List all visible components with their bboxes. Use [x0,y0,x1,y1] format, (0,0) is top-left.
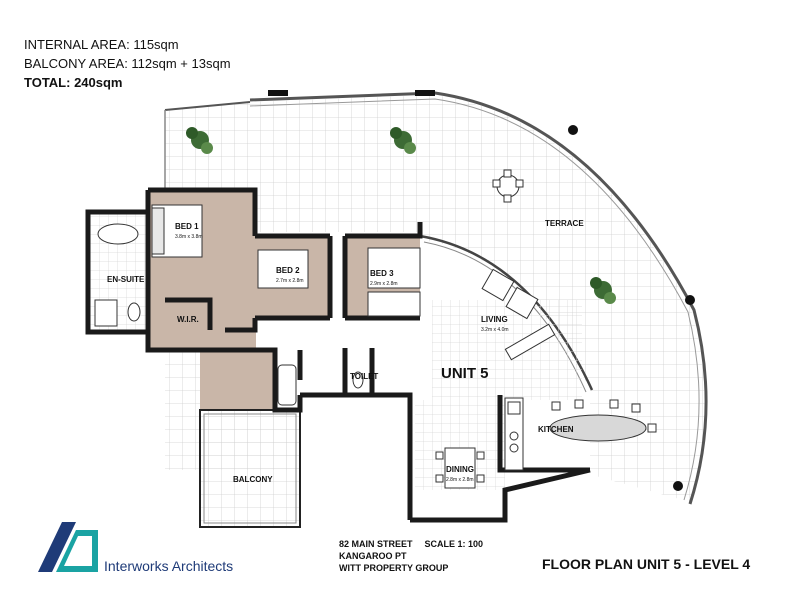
address-line-3: WITT PROPERTY GROUP [339,563,449,573]
furniture [94,169,657,489]
planter-box [268,90,288,96]
dining-size: 2.8m x 2.8m [446,477,474,483]
internal-area: INTERNAL AREA: 115sqm [24,37,179,52]
interworks-logo-icon [38,522,98,572]
plant-icon [186,127,213,154]
plants [186,127,616,304]
planter-box [415,90,435,96]
room-labels: BED 1 3.8m x 3.8m BED 2 2.7m x 2.8m BED … [107,219,584,484]
bed-2-label: BED 2 [276,266,300,275]
address-line-1: 82 MAIN STREET [339,539,413,549]
bed-2-bed [257,249,309,289]
balcony-area-drawing [199,409,301,528]
walls [85,187,591,523]
balcony-area: BALCONY AREA: 112sqm + 13sqm [24,56,231,71]
wir-label: W.I.R. [177,315,199,324]
balcony-label: BALCONY [233,475,273,484]
bath-tub [97,223,139,245]
address-block: 82 MAIN STREET SCALE 1: 100 KANGAROO PT W… [339,538,483,574]
bed-3-bed [367,247,421,289]
sofa [504,323,556,361]
kitchen-island [549,414,647,442]
plan-title: FLOOR PLAN UNIT 5 - LEVEL 4 [542,556,751,572]
total-area: TOTAL: 240sqm [24,75,123,90]
area-summary: INTERNAL AREA: 115sqm BALCONY AREA: 112s… [24,35,231,92]
bed-3-size: 2.9m x 2.8m [370,281,398,287]
armchair [481,268,515,302]
address-line-2: KANGAROO PT [339,551,407,561]
bed-3-label: BED 3 [370,269,394,278]
firm-name: Interworks Architects [104,558,234,574]
living-size: 3.2m x 4.0m [481,327,509,333]
kitchen-label: KITCHEN [538,425,574,434]
plant-icon [390,127,416,154]
unit-label: UNIT 5 [441,365,489,382]
dining-label: DINING [446,465,474,474]
terrace-label: TERRACE [545,219,584,228]
scale-label: SCALE 1: 100 [424,539,484,549]
ensuite-label: EN-SUITE [107,275,145,284]
bed-1-label: BED 1 [175,222,199,231]
armchair [505,286,539,320]
bed-2-size: 2.7m x 2.8m [276,278,304,284]
dining-table [444,447,476,489]
bed-1-size: 3.8m x 3.8m [175,234,203,240]
living-label: LIVING [481,315,508,324]
toilet-label: TOILET [350,372,378,381]
plant-icon [590,277,616,304]
